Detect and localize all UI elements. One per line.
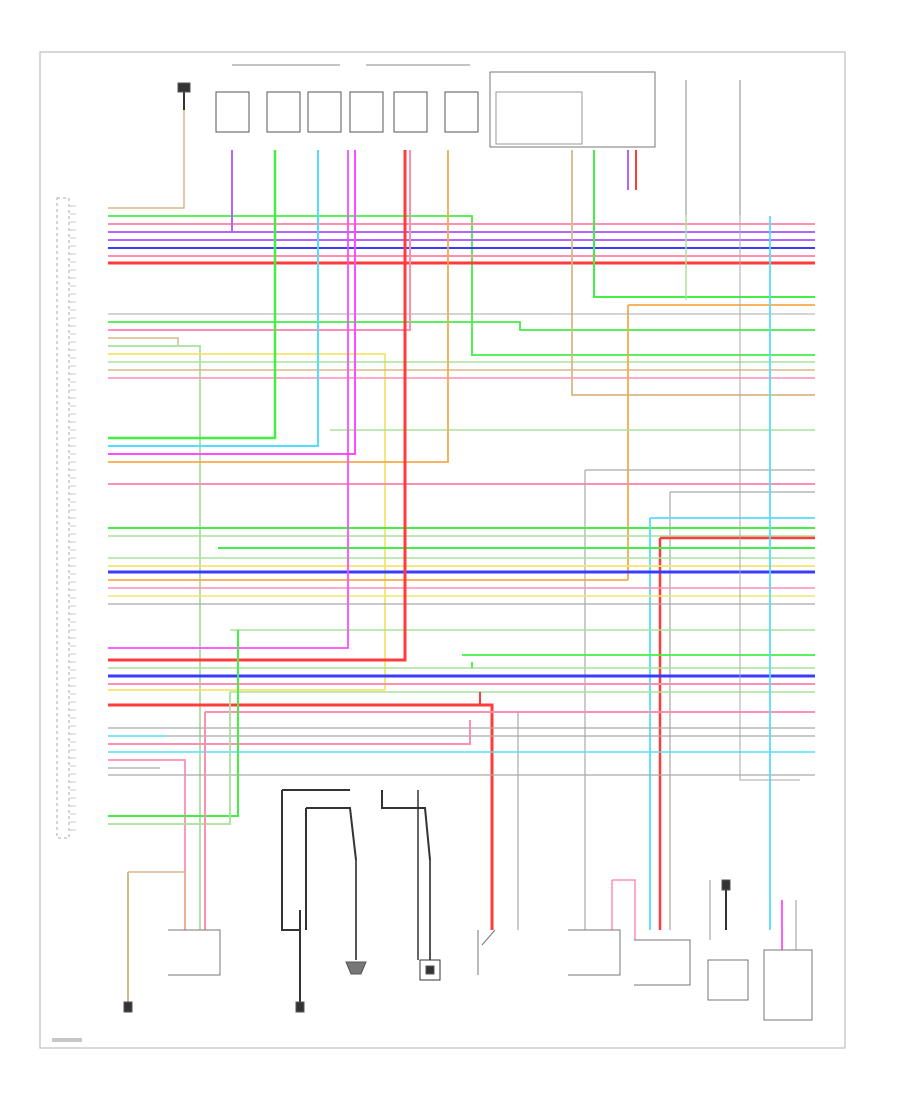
switch-bottom-center — [477, 929, 496, 975]
bottom-left-marker — [52, 1038, 82, 1042]
wire-19 — [571, 150, 815, 396]
ecm-box — [56, 197, 70, 839]
wire-77 — [739, 215, 800, 781]
wire-29 — [108, 150, 356, 455]
wire-1 — [108, 110, 185, 209]
wire-27 — [108, 150, 277, 440]
wire-20 — [593, 150, 815, 298]
wire-82 — [281, 790, 300, 931]
wire-14 — [108, 345, 201, 930]
wire-89 — [612, 879, 636, 940]
wire-73 — [108, 692, 231, 825]
components-top — [177, 64, 741, 215]
injector-4 — [349, 91, 384, 133]
injector-5 — [393, 91, 428, 133]
engine-control-module — [56, 197, 76, 839]
injector-3 — [307, 91, 342, 133]
injector-bank-2 — [349, 64, 479, 133]
sensor-bottom-left — [123, 872, 133, 1013]
components-bottom — [123, 860, 813, 1021]
wire-52 — [108, 150, 407, 662]
fuse-relay-top-right — [685, 80, 741, 215]
knock-sensor-1 — [345, 860, 367, 975]
wire-12 — [108, 150, 411, 331]
wire-30 — [108, 150, 449, 463]
wire-2 — [108, 215, 815, 356]
sensor-connector-right — [634, 939, 691, 986]
wire-72 — [108, 630, 239, 817]
injector-2 — [266, 91, 301, 133]
wire-28 — [108, 150, 319, 447]
junction-module-top — [489, 71, 656, 148]
wire-69 — [108, 759, 186, 930]
wire-15 — [108, 353, 386, 690]
ground-symbol-bottom-left — [295, 910, 305, 1013]
diagram-frame — [39, 51, 846, 1049]
ecm-pin-markers — [70, 205, 76, 831]
injector-6 — [444, 91, 479, 133]
wire-85 — [306, 807, 357, 861]
wire-61 — [108, 703, 494, 930]
ground-symbol-bottom-right — [707, 879, 749, 1001]
connector-bottom-right — [763, 949, 813, 1021]
injector-bank-1 — [215, 64, 342, 133]
knock-sensor-2 — [419, 860, 441, 981]
wire-11 — [108, 321, 815, 331]
wire-80 — [128, 871, 186, 930]
wire-13 — [108, 337, 179, 345]
wire-86 — [381, 790, 431, 861]
wire-67 — [108, 720, 471, 745]
junction-module-inner — [495, 91, 583, 145]
ground-symbol-top-left — [177, 82, 191, 110]
wire-51 — [108, 150, 349, 649]
injector-1 — [215, 91, 250, 133]
sensor-connector-left — [168, 929, 221, 976]
sensor-connector-center — [568, 929, 621, 976]
wire-harness — [108, 110, 815, 960]
wire-4 — [108, 150, 233, 233]
